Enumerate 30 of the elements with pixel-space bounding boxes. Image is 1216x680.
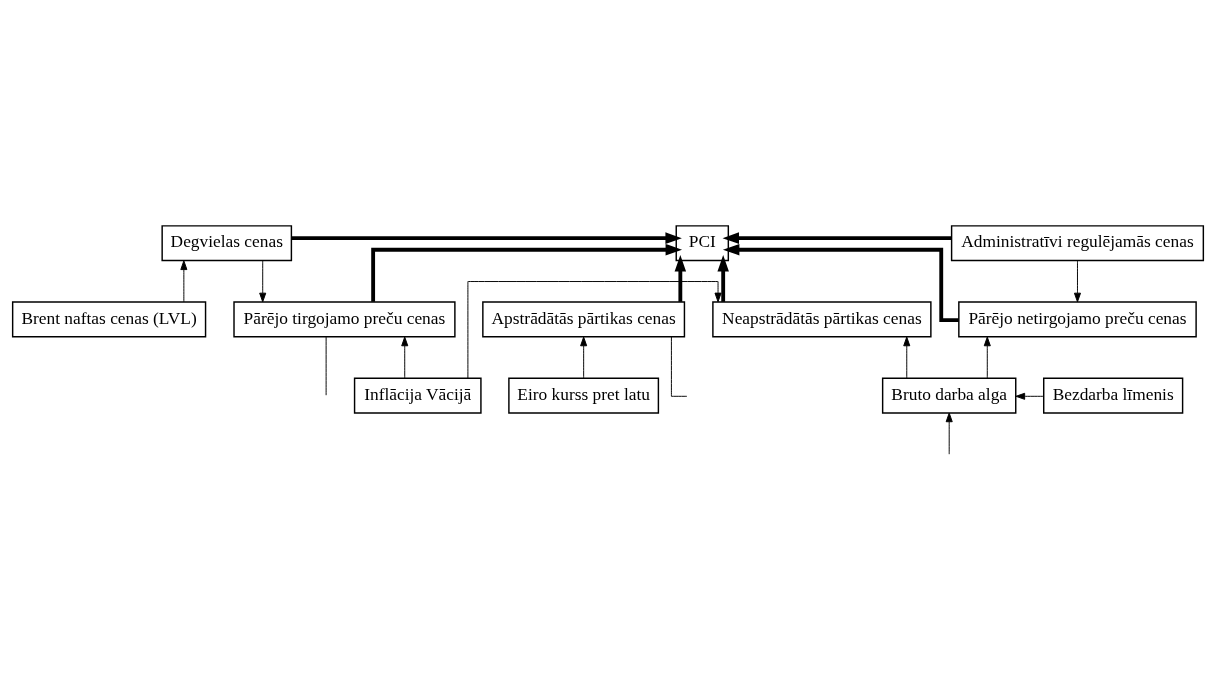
node-box: Bezdarba līmenis — [1043, 377, 1184, 414]
node-box: Degvielas cenas — [161, 224, 293, 261]
arrow — [291, 231, 682, 244]
arrow — [180, 259, 188, 302]
arrow — [717, 254, 729, 302]
arrow — [1073, 259, 1081, 302]
node-box: Eiro kurss pret latu — [508, 377, 660, 414]
node-box: PCI — [675, 224, 730, 261]
arrow — [1015, 392, 1045, 400]
arrow — [983, 336, 991, 379]
node-box: Pārējo tirgojamo preču cenas — [233, 300, 456, 337]
arrow — [945, 412, 953, 455]
node-box: Apstrādātās pārtikas cenas — [482, 300, 686, 337]
arrow — [722, 243, 959, 322]
arrow — [401, 336, 409, 379]
node-box: Inflācija Vācijā — [353, 377, 482, 414]
node-box: Administratīvi regulējamās cenas — [950, 224, 1205, 261]
arrow — [903, 336, 911, 379]
node-box: Pārējo netirgojamo preču cenas — [958, 300, 1197, 337]
arrow — [259, 259, 267, 302]
node-box: Neapstrādātās pārtikas cenas — [712, 300, 932, 337]
arrow — [467, 280, 722, 379]
connector — [325, 336, 327, 396]
arrow — [371, 243, 682, 302]
arrow — [580, 336, 588, 379]
node-box: Bruto darba alga — [881, 377, 1017, 414]
connector — [670, 335, 688, 397]
arrow — [674, 254, 687, 302]
arrow — [722, 231, 952, 244]
node-box: Brent naftas cenas (LVL) — [11, 300, 207, 337]
